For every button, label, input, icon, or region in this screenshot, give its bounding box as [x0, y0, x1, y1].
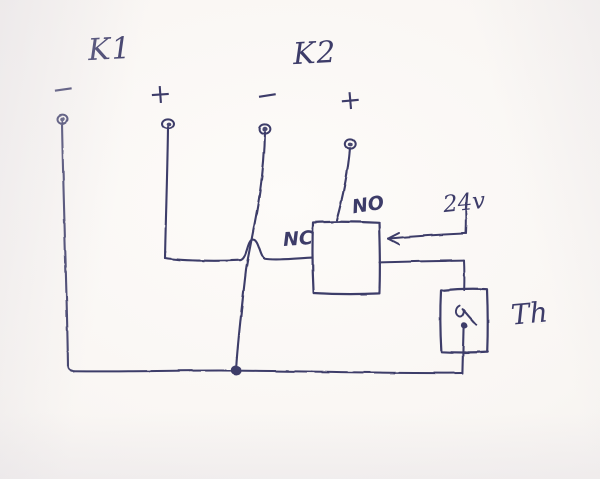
label-nc: NC [282, 226, 314, 252]
label-k1-minus: − [49, 72, 77, 107]
wire-bottom-bus [71, 369, 463, 375]
wire-k1-minus [60, 120, 76, 373]
wire-k2-plus-to-no [335, 146, 352, 222]
label-k1: K1 [87, 30, 133, 69]
junction-dot-bottom-bus [230, 365, 242, 376]
label-k1-plus: + [147, 78, 173, 111]
thermostat-pivot-dot [460, 322, 468, 329]
label-k2-plus: + [337, 84, 363, 117]
label-k2: K2 [292, 34, 338, 73]
wire-relay-to-thermostat [378, 259, 466, 291]
label-k2-minus: − [253, 78, 281, 113]
wire-thermostat-to-bus [461, 325, 465, 375]
thermostat-switch-contact [454, 304, 478, 326]
relay-box [311, 220, 381, 296]
label-thermostat: Th [509, 295, 550, 332]
label-24v-supply: 24v [441, 187, 487, 219]
